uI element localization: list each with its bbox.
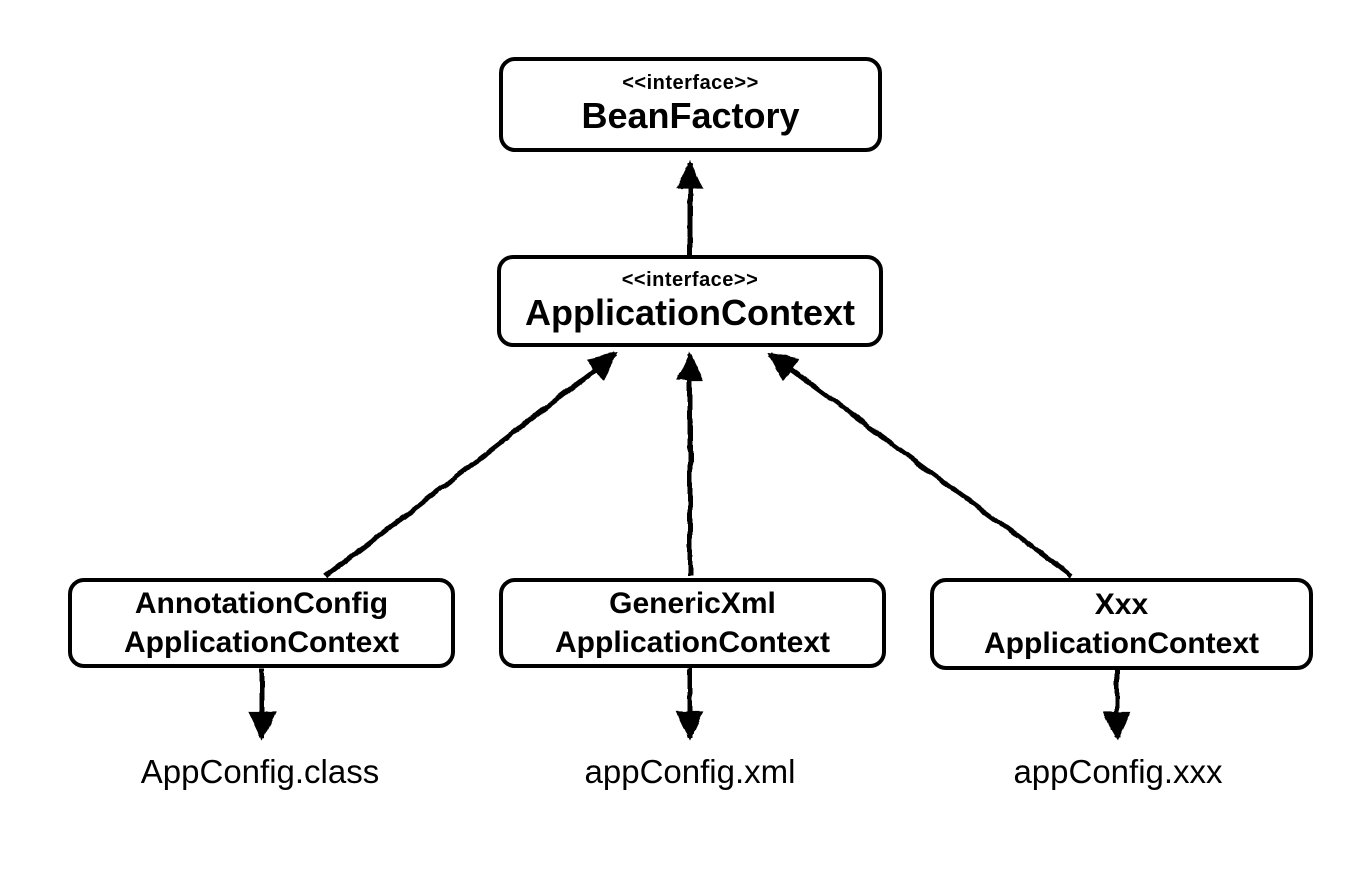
label-app-config-xml: appConfig.xml: [584, 753, 796, 790]
xxx-name-line2: ApplicationContext: [984, 627, 1259, 660]
bean-factory-stereotype: <<interface>>: [622, 72, 759, 95]
annotation-config-name-line1: AnnotationConfig: [134, 587, 389, 620]
node-application-context: <<interface>> ApplicationContext: [497, 255, 883, 347]
annotation-config-name-line2: ApplicationContext: [124, 626, 399, 659]
application-context-name: ApplicationContext: [525, 291, 855, 333]
node-annotation-config-application-context: AnnotationConfig ApplicationContext: [68, 578, 455, 668]
generic-xml-name-line1: GenericXml: [609, 587, 776, 620]
label-app-config-class: AppConfig.class: [140, 753, 380, 790]
label-app-config-xxx: appConfig.xxx: [1013, 753, 1223, 790]
edge-xxx-to-applicationcontext: [767, 351, 1074, 579]
xxx-name-line1: Xxx: [1094, 588, 1149, 621]
edge-annotationconfig-to-applicationcontext: [324, 352, 619, 578]
generic-xml-name-line2: ApplicationContext: [555, 626, 830, 659]
node-bean-factory: <<interface>> BeanFactory: [499, 57, 882, 152]
application-context-stereotype: <<interface>>: [621, 268, 759, 291]
node-generic-xml-application-context: GenericXml ApplicationContext: [499, 578, 886, 668]
node-xxx-application-context: Xxx ApplicationContext: [930, 578, 1313, 670]
bean-factory-name: BeanFactory: [581, 95, 800, 137]
